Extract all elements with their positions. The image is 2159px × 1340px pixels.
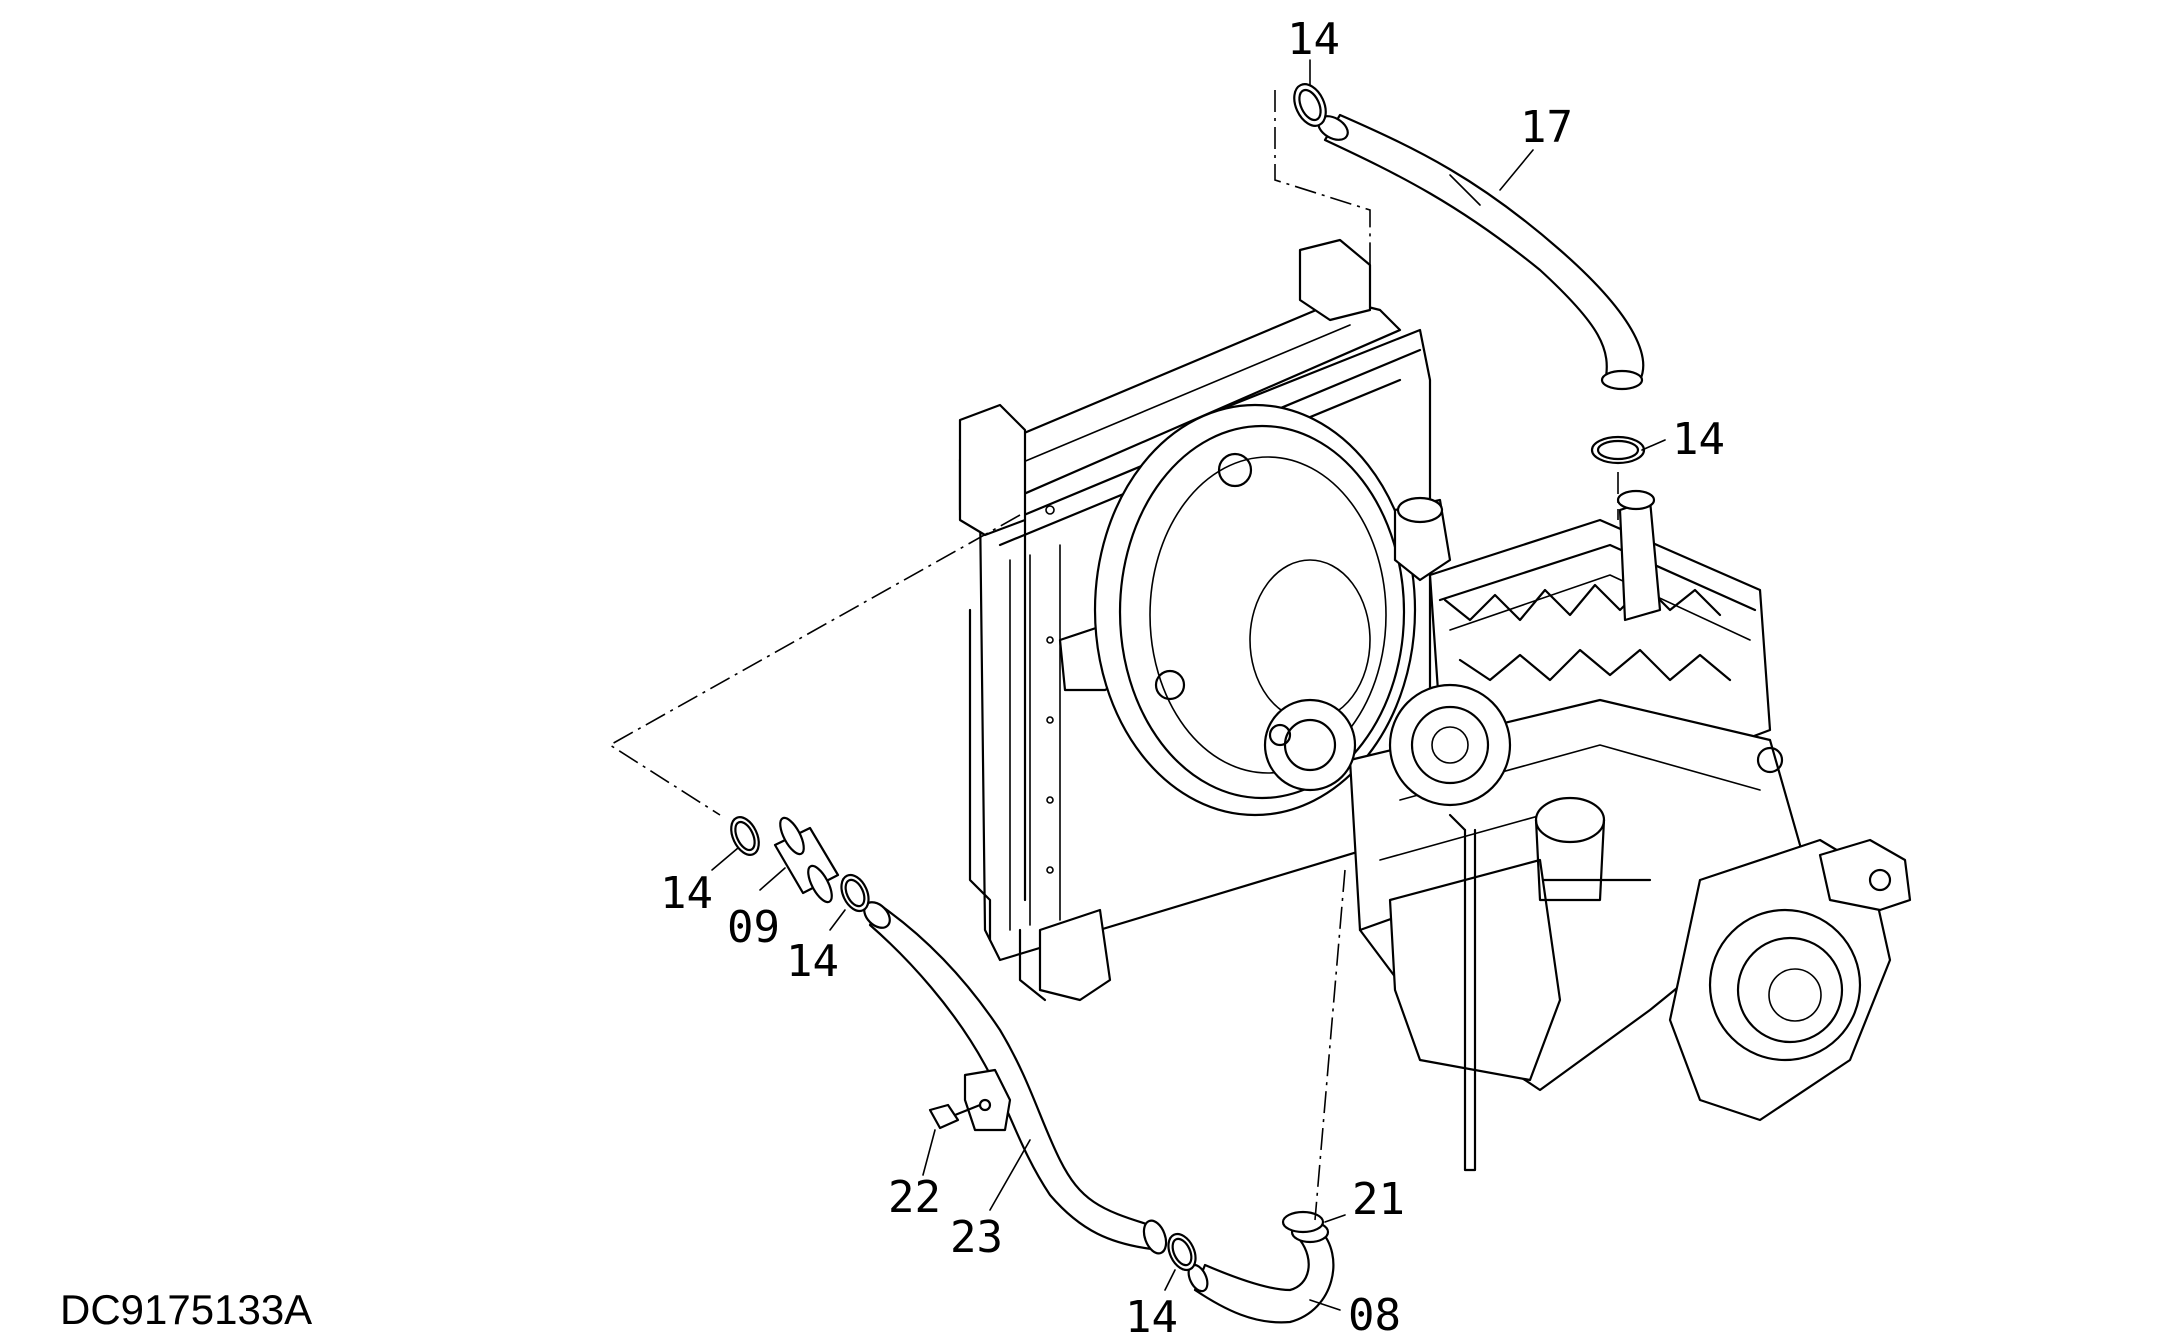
- callout-14-upper-right: 14: [1672, 414, 1725, 465]
- callout-22: 22: [888, 1172, 941, 1223]
- elbow-hose: [1187, 1220, 1335, 1324]
- callout-17: 17: [1520, 102, 1573, 153]
- callout-14-left: 14: [660, 868, 713, 919]
- assembly-lines: [608, 90, 1619, 1221]
- callouts: 14 17 14 14 09 14 22 23 14 08 21: [660, 14, 1725, 1340]
- drawing-id: DC9175133A: [60, 1286, 313, 1333]
- leader-lines: [711, 59, 1666, 1311]
- upper-hose: [1317, 113, 1645, 391]
- callout-14-bottom: 14: [1125, 1292, 1178, 1340]
- short-hose: [773, 816, 840, 904]
- callout-14-mid: 14: [786, 936, 839, 987]
- hose-clamps: [730, 83, 1646, 1272]
- callout-08: 08: [1348, 1290, 1401, 1340]
- callout-14-top: 14: [1287, 14, 1340, 65]
- engine: [1263, 489, 1912, 1172]
- callout-21: 21: [1352, 1174, 1405, 1225]
- hose-bracket: [928, 1068, 1012, 1132]
- callout-09: 09: [727, 902, 780, 953]
- callout-23: 23: [950, 1212, 1003, 1263]
- lower-hose: [863, 901, 1168, 1255]
